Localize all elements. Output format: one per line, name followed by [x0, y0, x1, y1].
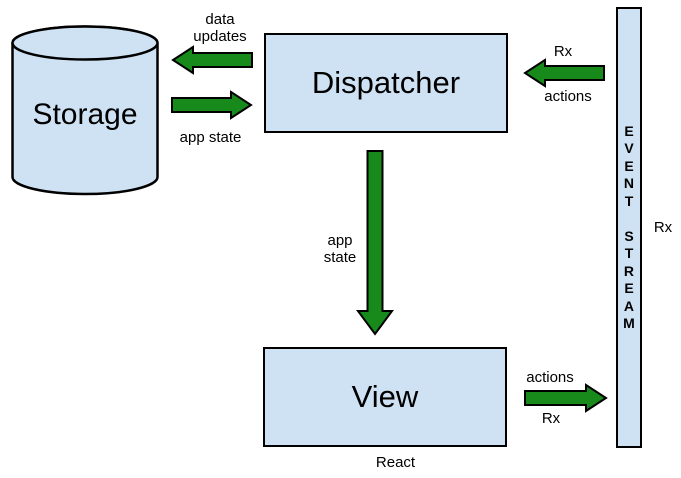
view-caption-react: React — [375, 454, 416, 471]
event-stream-node: E V E N T S T R E A M — [616, 7, 642, 448]
database-cylinder-icon — [11, 25, 159, 196]
dispatcher-node: Dispatcher — [264, 33, 508, 133]
arrow-dispatcher-to-storage — [171, 45, 253, 75]
view-label: View — [351, 378, 419, 414]
arrow-dispatcher-to-view — [356, 150, 394, 336]
edge-label-app-state-vertical: app state — [323, 232, 357, 266]
event-stream-side-label-rx: Rx — [653, 219, 673, 236]
storage-label: Storage — [32, 98, 138, 131]
down-arrow-icon — [356, 150, 394, 336]
right-arrow-icon — [171, 90, 253, 120]
left-arrow-icon — [171, 45, 253, 75]
edge-label-rx-top: Rx — [553, 43, 573, 60]
right-arrow-icon — [524, 383, 608, 413]
event-stream-label: E V E N T S T R E A M — [623, 122, 635, 332]
left-arrow-icon — [523, 58, 605, 88]
arrow-event-to-dispatcher — [523, 58, 605, 88]
edge-label-app-state: app state — [179, 129, 242, 146]
edge-label-actions-bottom: actions — [526, 369, 574, 386]
edge-label-rx-bottom: Rx — [541, 410, 561, 427]
cylinder-top-rim — [11, 25, 159, 61]
dispatcher-label: Dispatcher — [311, 64, 461, 100]
edge-label-actions-top: actions — [544, 88, 592, 105]
storage-node — [10, 24, 160, 198]
arrow-storage-to-dispatcher — [171, 90, 253, 120]
view-node: View — [263, 347, 507, 447]
arrow-view-to-event — [524, 383, 608, 413]
edge-label-data-updates: data updates — [193, 11, 247, 45]
